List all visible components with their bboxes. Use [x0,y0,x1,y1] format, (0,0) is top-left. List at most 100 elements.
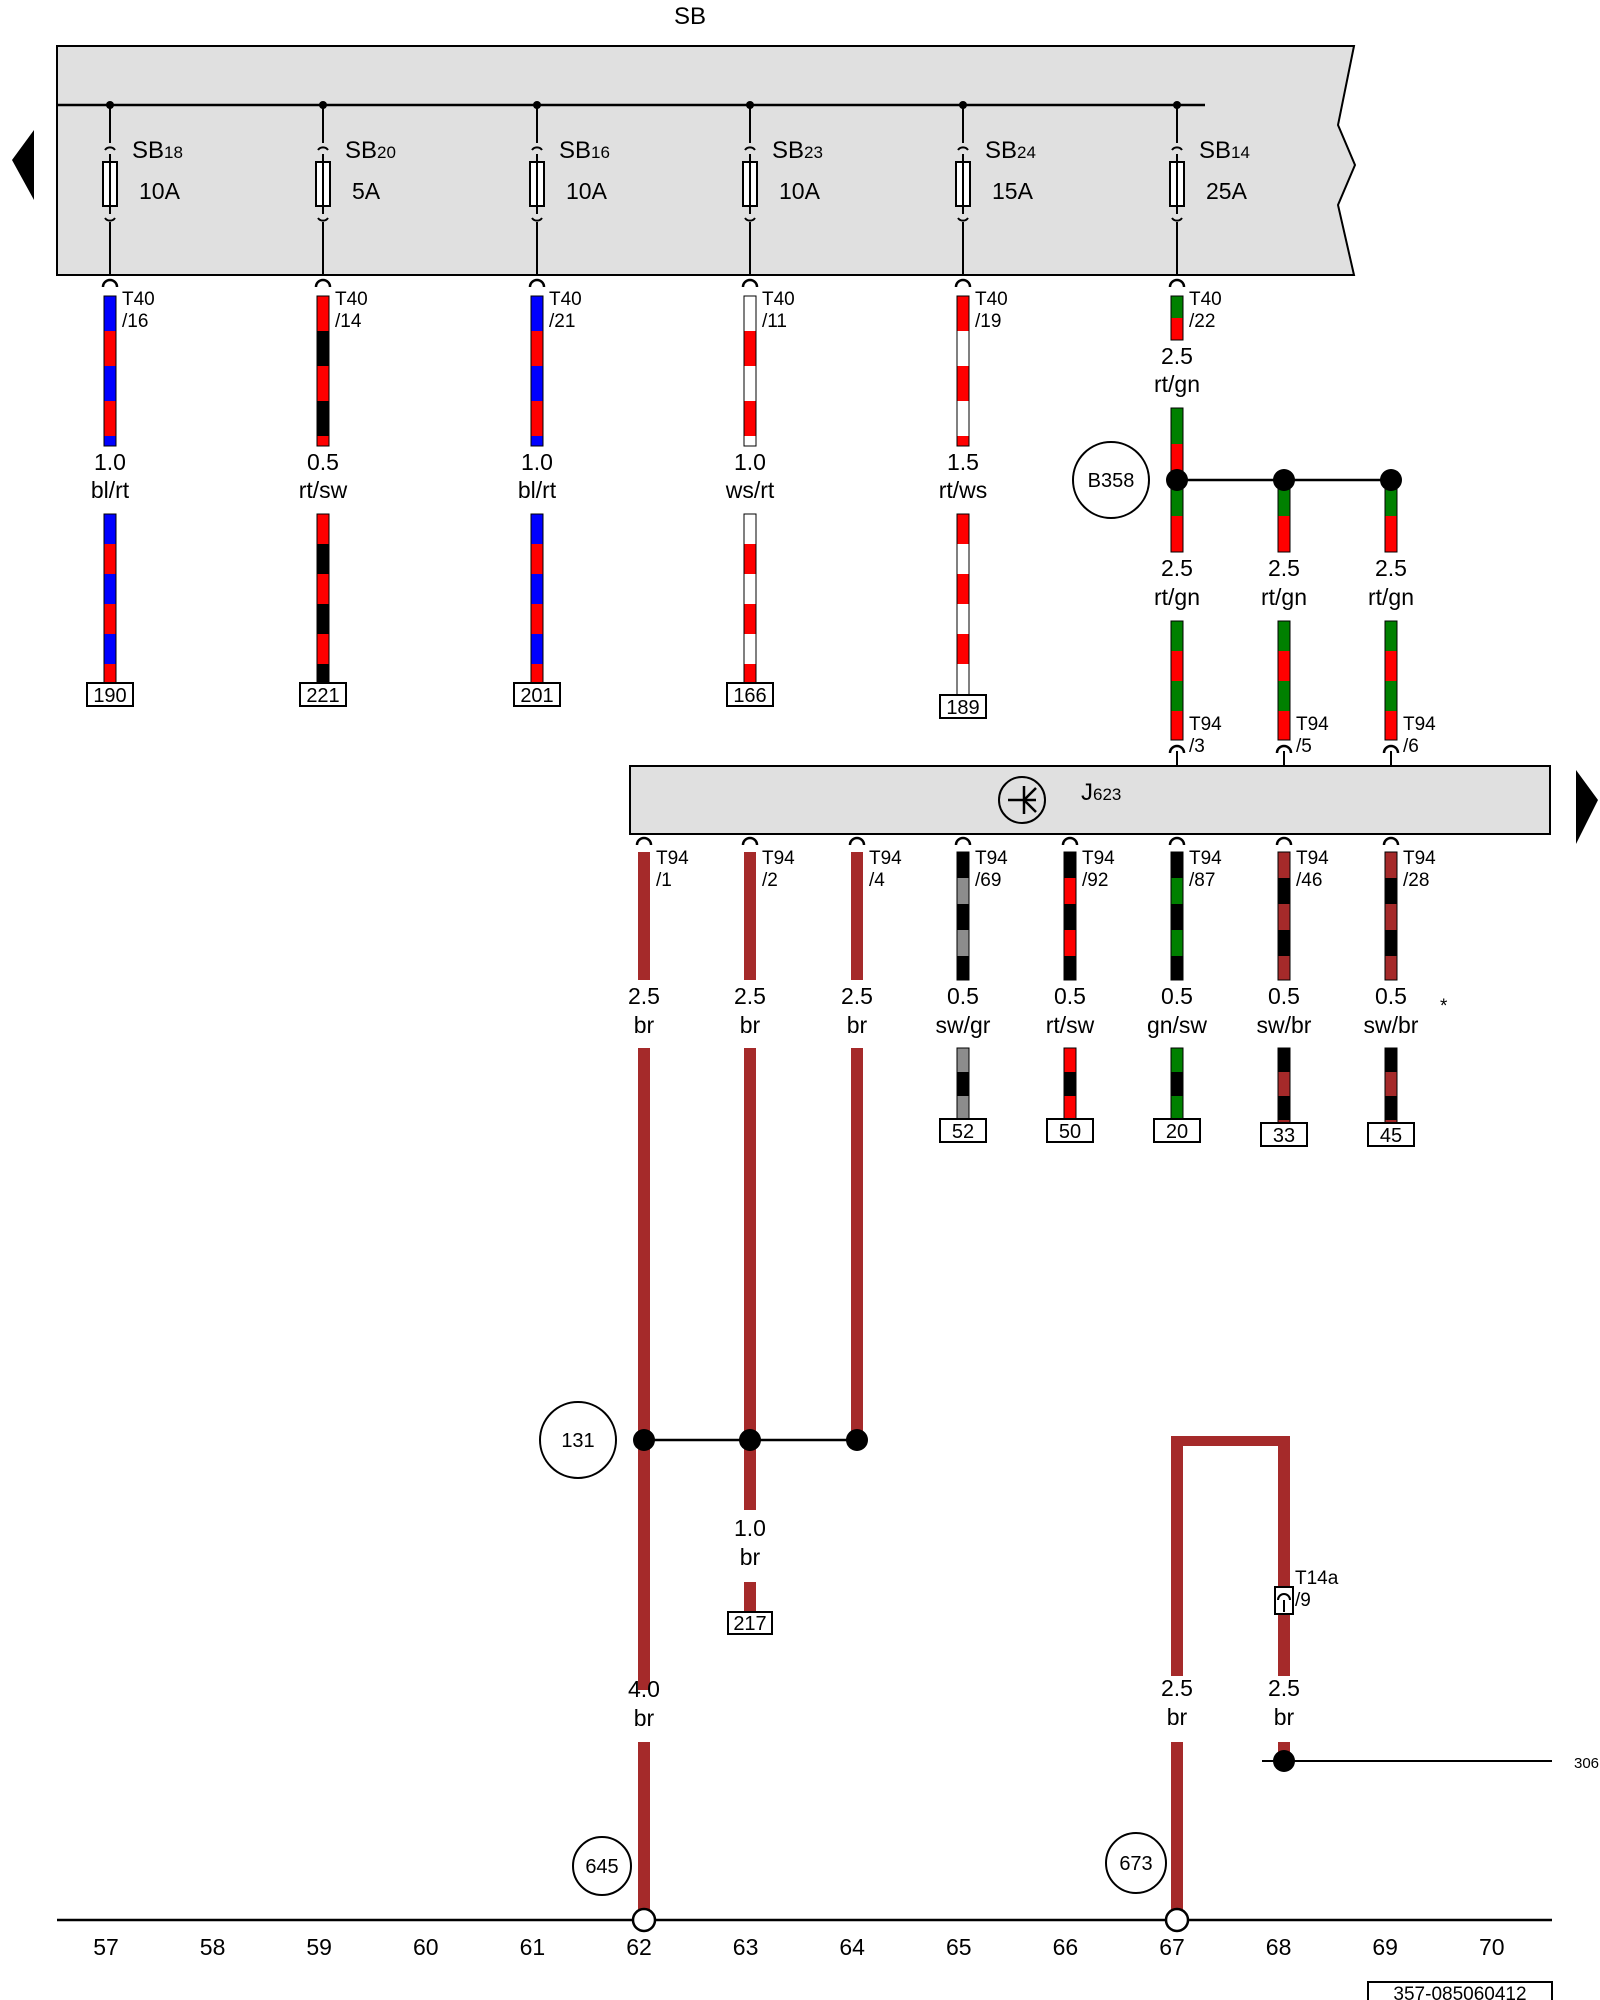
wire-645-lower [638,1742,650,1920]
fuse-wire-upper [316,295,330,447]
fuse-wire-upper-segment [104,331,116,366]
ecu-output-pin [1275,836,1293,846]
wire-color: sw/gr [936,1012,991,1038]
fuse-group: SB1810AT40/161.0bl/rt190SB205AT40/140.5r… [86,101,1250,719]
column-number: 69 [1372,1934,1398,1960]
fuse-rating: 10A [139,178,181,204]
ref-number: 201 [520,685,553,707]
wire-size: 2.5 [1268,555,1300,581]
ecu-wire-upper-segment [957,878,969,904]
ecu-wire-upper [1170,851,1184,981]
fuse-wire-upper-segment [104,436,116,446]
fuse-wire-lower [956,513,970,696]
ecu-output-pin [635,836,653,846]
wire-color: sw/br [1364,1012,1419,1038]
fuse-sub: 14 [1231,143,1250,162]
fuse-cap-top [957,146,969,151]
wire-color: gn/sw [1147,1012,1207,1038]
wire-645-upper [638,1048,650,1690]
ref-number: 166 [733,685,766,707]
b358-branch-lower-segment [1171,621,1183,651]
wire-color: br [634,1012,655,1038]
wire-217-size: 1.0 [734,1515,766,1541]
pin-label-b: /28 [1403,870,1429,891]
ecu-wire-upper [956,851,970,981]
fuse-wire-upper-segment [744,401,756,436]
b358-group: B3582.5rt/gnT94/32.5rt/gnT94/52.5rt/gnT9… [1072,407,1436,766]
fuse-name: SB [1199,137,1231,164]
ecu-wire-lower [1277,1047,1291,1124]
column-number: 57 [93,1934,119,1960]
wire-size: 0.5 [307,449,339,475]
ecu-wire-upper-segment [1385,930,1397,956]
b358-branch-lower-segment [1385,711,1397,740]
ecu-output-pin [1382,836,1400,846]
fuse-wire-upper-outline [316,295,330,447]
fuse-wire-lower-segment [317,634,329,664]
fuse-wire-upper-segment [317,296,329,331]
ecu-output-pin [741,836,759,846]
b358-branch-lower-outline [1277,620,1291,741]
wire-size: 2.5 [1161,555,1193,581]
fuse-sub: 16 [591,143,610,162]
fuse-wire-lower-segment [104,604,116,634]
ecu-wire-lower-segment [1064,1048,1076,1072]
ref-number: 189 [946,697,979,719]
wire-color: rt/gn [1154,371,1200,397]
pin-label-a: T94 [869,848,902,869]
fuse-wire-upper-segment [957,366,969,401]
pin-label-b: /4 [869,870,885,891]
wire-size: 0.5 [1375,983,1407,1009]
ref-number: 221 [306,685,339,707]
column-number: 60 [413,1934,439,1960]
fuse-wire-lower-segment [317,574,329,604]
fuse-wire-upper-outline [530,295,544,447]
ecu-wire-upper-segment [1171,878,1183,904]
ecu-wire-upper-segment [1278,852,1290,878]
fuse-name: SB [559,137,591,164]
sb-bus-label: SB [674,3,706,30]
b358-branch-lower-segment [1385,681,1397,711]
fuse-sub: 24 [1017,143,1036,162]
ref-box [726,682,774,707]
ecu-wire-upper-segment [1385,904,1397,930]
ref-box [299,682,347,707]
ecu-wire-lower-segment [957,1048,969,1072]
ecu-output-group: T94/12.5brT94/22.5brT94/42.5brT94/690.5s… [628,836,1436,1147]
wire-color: rt/gn [1368,584,1414,610]
fuse-label: SB24 [985,137,1036,164]
fuse-cap-bottom [1171,217,1183,222]
ref-number: 45 [1380,1125,1402,1147]
ref-box [513,682,561,707]
wire-color: rt/gn [1261,584,1307,610]
b358-node [1166,469,1188,491]
fuse-wire-upper-segment [957,436,969,446]
b358-node [1273,469,1295,491]
b358-node [1380,469,1402,491]
b358-branch-upper-segment [1385,516,1397,552]
ecu-wire-lower-segment [1278,1048,1290,1072]
fuse-sub: 18 [164,143,183,162]
fuse-wire-upper-segment [744,436,756,446]
fuse-label: SB16 [559,137,610,164]
pin-label-a: T94 [656,848,689,869]
ecu-wire-lower [1063,1047,1077,1120]
ecu-symbol [998,776,1046,824]
doc-number: 357-085060412 [1393,1984,1526,2000]
ecu-input-pin [1382,744,1400,754]
wire-673-right-color: br [1274,1704,1295,1730]
fuse-rating: 15A [992,178,1034,204]
wire-color: sw/br [1257,1012,1312,1038]
fuse-wire-lower-segment [104,634,116,664]
ref-number: 20 [1166,1121,1188,1143]
fuse-pin [528,278,546,288]
fuse-pin [954,278,972,288]
pin-label-b: /14 [335,311,362,332]
ref-number: 33 [1273,1125,1295,1147]
fuse-wire-upper-segment [957,296,969,331]
fuse-wire-lower-segment [744,604,756,634]
column-number: 66 [1053,1934,1079,1960]
fuse-name: SB [345,137,377,164]
fuse-pin [101,278,119,288]
fuse-wire-upper [1170,295,1184,341]
